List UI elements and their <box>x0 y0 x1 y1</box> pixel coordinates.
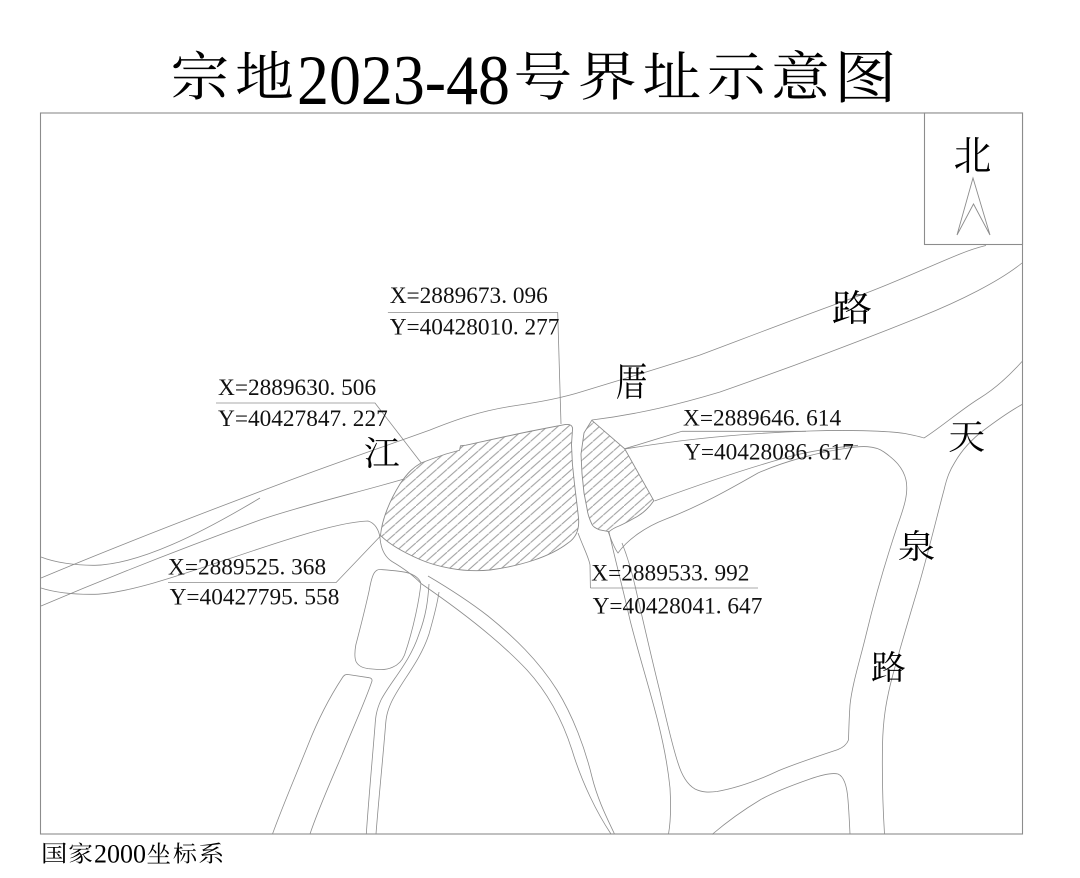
svg-text:Y=40428010. 277: Y=40428010. 277 <box>390 315 560 341</box>
svg-text:X=2889630. 506: X=2889630. 506 <box>218 375 376 401</box>
svg-text:2023-48: 2023-48 <box>297 42 510 120</box>
svg-text:Y=40428041. 647: Y=40428041. 647 <box>593 594 763 620</box>
svg-text:X=2889673. 096: X=2889673. 096 <box>390 283 548 309</box>
svg-text:X=2889646. 614: X=2889646. 614 <box>683 406 841 432</box>
svg-text:Y=40427847. 227: Y=40427847. 227 <box>218 406 388 432</box>
svg-text:Y=40428086. 617: Y=40428086. 617 <box>684 440 854 466</box>
svg-text:Y=40427795. 558: Y=40427795. 558 <box>170 585 340 611</box>
svg-text:2000: 2000 <box>94 840 146 869</box>
svg-text:X=2889525. 368: X=2889525. 368 <box>168 554 326 580</box>
svg-text:X=2889533. 992: X=2889533. 992 <box>591 561 749 587</box>
